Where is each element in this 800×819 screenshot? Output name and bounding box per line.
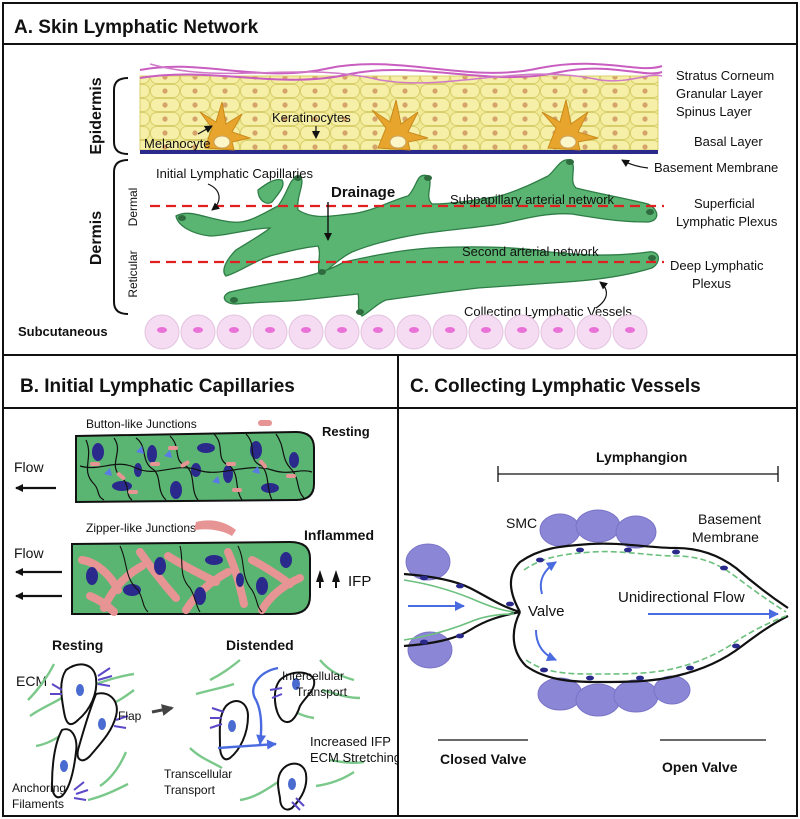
- dermal-label: Dermal: [126, 188, 140, 227]
- unidirectional-label: Unidirectional Flow: [618, 589, 745, 606]
- increased-ifp-label: Increased IFP: [310, 734, 391, 749]
- flow-label-2: Flow: [14, 545, 44, 561]
- transcellular-label-1: Transcellular: [164, 767, 232, 781]
- smc-label: SMC: [506, 515, 537, 531]
- dermis-label: Dermis: [88, 211, 105, 265]
- panel-b-title: B. Initial Lymphatic Capillaries: [20, 376, 295, 397]
- panel-a: A. Skin Lymphatic Network Epidermis Derm…: [2, 2, 798, 356]
- flow-label: Flow: [14, 459, 44, 475]
- flap-label: Flap: [118, 709, 142, 723]
- zipper-junctions-label: Zipper-like Junctions: [86, 521, 196, 535]
- resting-to-distended-arrow: [151, 704, 174, 716]
- ecm-label: ECM: [16, 673, 47, 689]
- dermis-bracket: [113, 159, 129, 315]
- basement-label-1: Basement: [698, 511, 761, 527]
- resting-capillary: [75, 430, 315, 504]
- lymphangion-label: Lymphangion: [596, 449, 687, 465]
- fat-cell-nuclei: [157, 327, 635, 333]
- basement-label-2: Membrane: [692, 529, 759, 545]
- layer-label: Stratus Corneum: [676, 68, 774, 83]
- ifp-arrows: [316, 570, 340, 582]
- inflamed-capillary: [71, 540, 311, 616]
- subpapillary-label: Subpapillary arterial network: [450, 192, 615, 207]
- ecm-fibers: [27, 659, 365, 802]
- open-valve-label: Open Valve: [662, 759, 738, 775]
- panel-c: C. Collecting Lymphatic Vessels Lymphang…: [397, 354, 798, 817]
- intercellular-label-2: Transport: [296, 685, 348, 699]
- panel-a-title: A. Skin Lymphatic Network: [14, 17, 259, 38]
- initial-capillaries-label: Initial Lymphatic Capillaries: [156, 166, 314, 181]
- layer-label: Basal Layer: [694, 134, 763, 149]
- distended-lymphatic-cells: [209, 671, 316, 811]
- transcellular-label-2: Transport: [164, 783, 216, 797]
- intercellular-arrow: [252, 666, 279, 745]
- ecm-stretching-label: ECM Stretching: [310, 750, 401, 765]
- reticular-label: Reticular: [126, 250, 140, 297]
- valve-arrow-down: [535, 629, 557, 662]
- corneum-fiber: [139, 67, 663, 81]
- layer-label: Superficial: [694, 196, 755, 211]
- melanocyte-cell: [371, 99, 429, 151]
- inflammed-label: Inflammed: [304, 527, 374, 543]
- epidermis-bracket: [113, 77, 129, 155]
- resting-cells-label: Resting: [52, 637, 103, 653]
- resting-label: Resting: [322, 424, 370, 439]
- ifp-label: IFP: [348, 573, 371, 590]
- corneum-fiber: [139, 62, 663, 75]
- keratinocytes-label: Keratinocytes: [272, 110, 351, 125]
- button-junction-legend: [258, 420, 272, 426]
- basement-membrane-line: [140, 150, 658, 154]
- drainage-label: Drainage: [331, 184, 395, 201]
- panel-c-title: C. Collecting Lymphatic Vessels: [410, 376, 701, 397]
- lymphatic-network: [175, 159, 659, 317]
- corneum-fiber: [149, 63, 663, 84]
- epidermis-label: Epidermis: [88, 77, 105, 154]
- layer-label: Basement Membrane: [654, 160, 778, 175]
- anchoring-label-1: Anchoring: [12, 781, 66, 795]
- intercellular-label-1: Intercellular: [282, 669, 344, 683]
- smc-cells: [405, 509, 691, 717]
- button-junctions-label: Button-like Junctions: [86, 417, 197, 431]
- collecting-vessel: [403, 542, 789, 684]
- anchoring-label-2: Filaments: [12, 797, 64, 811]
- valve-arrow-up: [539, 561, 557, 595]
- vessel-valves: [178, 159, 656, 315]
- layer-label: Spinus Layer: [676, 104, 753, 119]
- distended-label: Distended: [226, 637, 294, 653]
- melanocyte-cell: [541, 99, 599, 151]
- layer-label: Lymphatic Plexus: [676, 214, 778, 229]
- transcellular-arrow: [217, 739, 277, 750]
- closed-valve-label: Closed Valve: [440, 751, 527, 767]
- panel-b: B. Initial Lymphatic Capillaries Button-…: [2, 354, 401, 817]
- melanocyte-label: Melanocyte: [144, 136, 210, 151]
- second-arterial-label: Second arterial network: [462, 244, 599, 259]
- layer-label: Deep Lymphatic: [670, 258, 764, 273]
- panel-a-frame: [2, 2, 798, 356]
- valve-label: Valve: [528, 603, 564, 620]
- resting-lymphatic-cells: [50, 663, 129, 801]
- subcutaneous-label: Subcutaneous: [18, 324, 108, 339]
- layer-label: Granular Layer: [676, 86, 763, 101]
- melanocyte-cell: [199, 101, 252, 151]
- zipper-junction-legend: [194, 520, 236, 536]
- layer-label: Plexus: [692, 276, 732, 291]
